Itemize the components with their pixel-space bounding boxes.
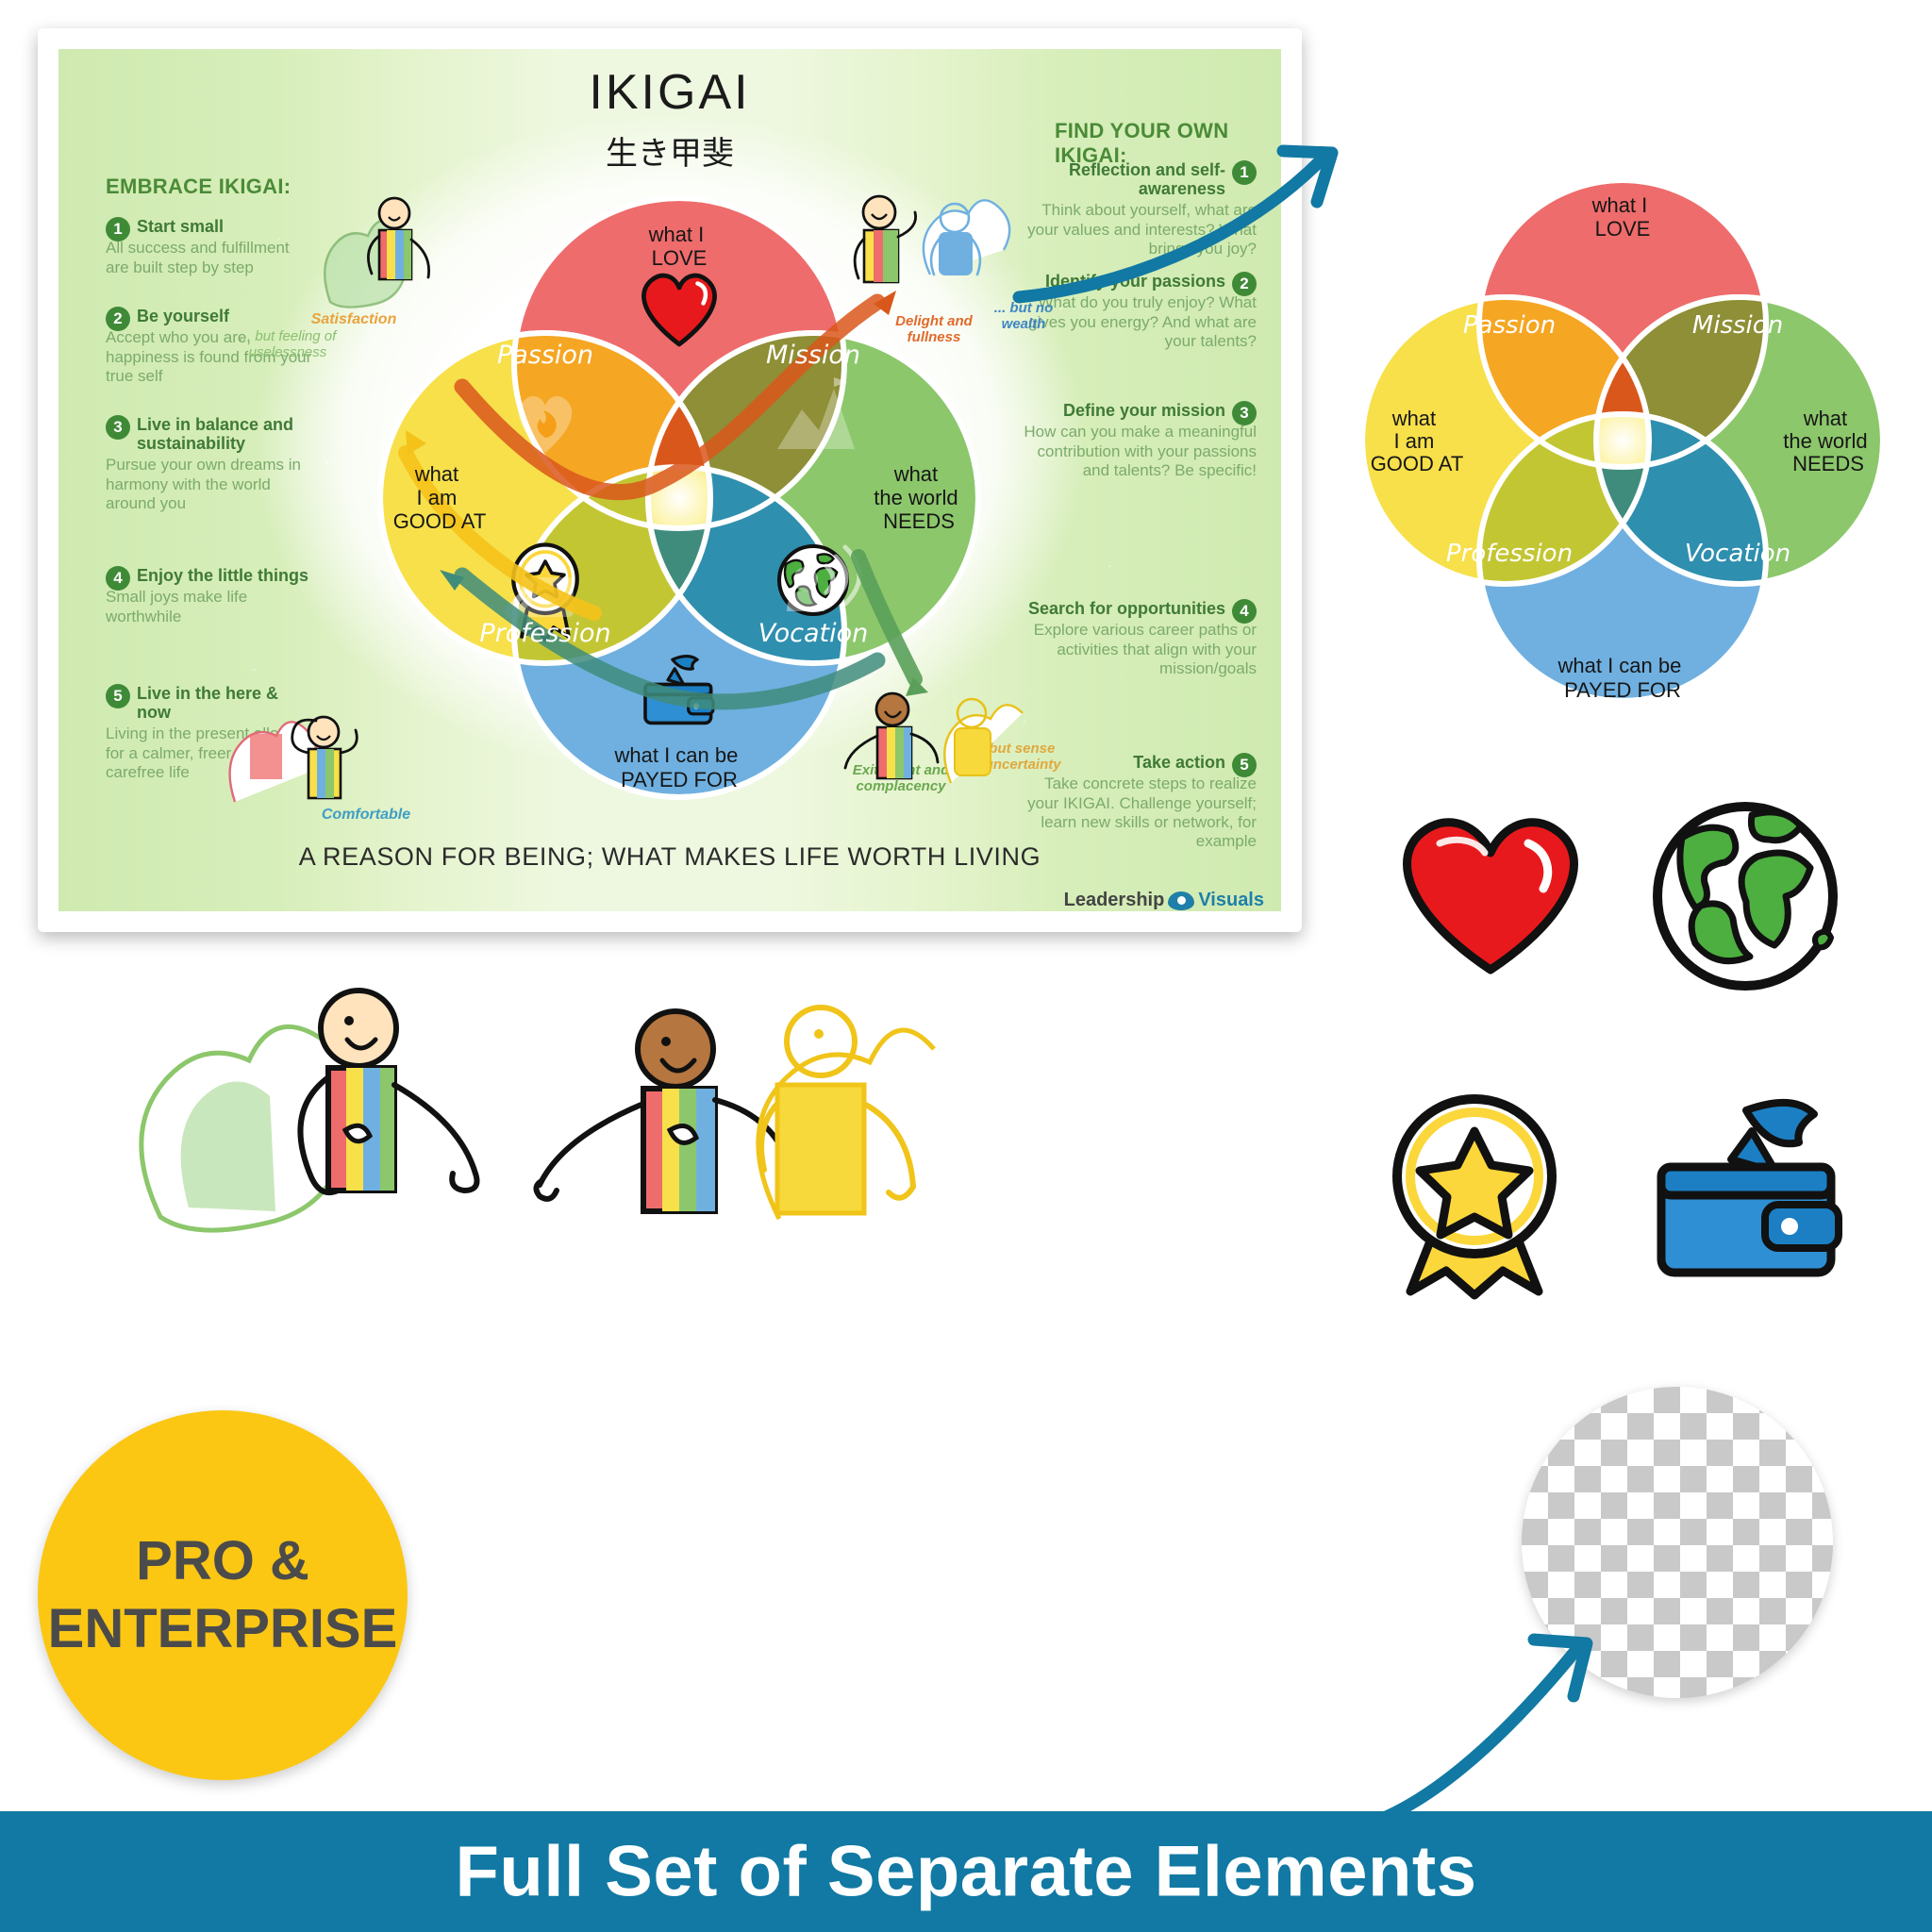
venn-label-love: what I LOVE [648,223,710,270]
step-number-badge: 5 [106,684,130,708]
leadership-visuals-logo: Leadership Visuals [1064,890,1264,911]
venn2-label-payed-for: what I can be PAYED FOR [1557,654,1688,702]
embrace-step-1: 1 Start small All success and fulfillmen… [106,217,313,277]
arrow-to-venn-icon [1012,144,1339,304]
step-number-badge: 4 [106,566,130,591]
step-body: How can you make a meaningful contributi… [1024,423,1257,479]
venn2-label-good-at: what I am GOOD AT [1371,407,1464,475]
figure-uncertainty-large[interactable] [528,972,943,1283]
page-title: IKIGAI [589,65,751,120]
heart-icon [641,273,717,347]
ikigai-venn-diagram: what I LOVE what I am GOOD AT what the w… [377,195,981,800]
embrace-ikigai-heading: EMBRACE IKIGAI: [106,175,291,198]
venn2-label-world-needs: what the world NEEDS [1783,407,1873,475]
annotation-no-wealth: ... but no wealth [993,300,1054,333]
annotation-uselessness: ... but feeling of uselessness [239,328,337,361]
mountain-flag-icon [777,377,855,449]
venn-label-payed-for: what I can be PAYED FOR [614,743,744,791]
venn-label-vocation: Vocation [758,619,869,648]
step-title: Define your mission [1062,401,1225,420]
logo-text-visuals: Visuals [1198,890,1264,910]
step-title: Live in balance and sustainability [137,415,294,454]
annotation-comfortable: Comfortable [321,807,411,823]
venn2-label-profession: Profession [1446,540,1573,568]
step-number-badge: 1 [1232,160,1257,185]
find-step-3: 3 Define your mission How can you make a… [1009,401,1257,480]
figure-satisfaction-large[interactable] [123,972,519,1283]
venn-label-mission: Mission [766,341,860,370]
step-body: All success and fulfillment are built st… [106,239,290,276]
step-title: Search for opportunities [1027,599,1225,618]
venn2-label-vocation: Vocation [1685,540,1790,568]
step-number-badge: 2 [106,307,130,331]
step-number-badge: 2 [1232,272,1257,296]
medal-icon[interactable] [1373,1090,1580,1300]
figure-uncertainty [843,691,1024,784]
bottom-banner: Full Set of Separate Elements [0,1811,1932,1932]
step-number-badge: 1 [106,217,130,242]
person-signal-icon [787,544,862,611]
page-subtitle-japanese: 生き甲斐 [606,135,734,173]
step-body: Accept who you are, happiness is found f… [106,328,312,385]
step-title: Live in the here & now [137,684,279,723]
eye-icon [1168,891,1195,910]
step-body: Pursue your own dreams in harmony with t… [106,456,301,513]
globe-icon[interactable] [1646,802,1844,991]
venn-label-profession: Profession [479,619,610,648]
step-title: Enjoy the little things [137,566,309,585]
step-title: Take action [1133,753,1225,772]
venn2-label-passion: Passion [1463,311,1556,340]
step-title: Reflection and self-awareness [1068,160,1225,199]
step-body: What do you truly enjoy? What gives you … [1028,293,1257,350]
step-number-badge: 3 [106,415,130,440]
embrace-step-2: 2 Be yourself Accept who you are, happin… [106,307,313,386]
embrace-step-4: 4 Enjoy the little things Small joys mak… [106,566,313,626]
arrow-to-transparency-icon [1371,1633,1593,1827]
poster-tagline: A REASON FOR BEING; WHAT MAKES LIFE WORT… [298,842,1041,871]
annotation-satisfaction: Satisfaction [310,311,397,327]
venn2-label-mission: Mission [1692,311,1783,340]
flame-heart-icon [518,395,573,453]
figure-satisfaction [324,196,430,308]
find-step-4: 4 Search for opportunities Explore vario… [1009,599,1257,678]
step-body: Small joys make life worthwhile [106,588,248,625]
step-number-badge: 3 [1232,401,1257,425]
step-number-badge: 4 [1232,599,1257,624]
venn-label-good-at: what I am GOOD AT [393,462,487,533]
step-number-badge: 5 [1232,753,1257,777]
step-body: Explore various career paths or activiti… [1033,621,1257,677]
embrace-step-3: 3 Live in balance and sustainability Pur… [106,415,313,513]
standalone-venn-diagram: what I LOVE what I am GOOD AT what the w… [1359,177,1886,704]
figure-delight [853,194,1011,284]
transparent-background-swatch [1522,1387,1833,1698]
badge-line-2: ENTERPRISE [47,1598,398,1659]
wallet-icon[interactable] [1646,1098,1854,1288]
logo-text-leadership: Leadership [1063,890,1165,910]
venn2-label-love: what I LOVE [1591,193,1654,241]
ikigai-poster-card: IKIGAI 生き甲斐 EMBRACE IKIGAI: FIND YOUR OW… [38,28,1302,932]
venn-label-world-needs: what the world NEEDS [874,462,963,533]
find-step-2: 2 Identify your passions What do you tru… [1009,272,1257,351]
step-title: Be yourself [137,307,230,325]
banner-text: Full Set of Separate Elements [455,1831,1477,1912]
find-step-5: 5 Take action Take concrete steps to rea… [1009,753,1257,852]
annotation-delight: Delight and fullness [895,313,973,346]
step-body: Take concrete steps to realize your IKIG… [1027,774,1257,851]
step-title: Start small [137,217,225,236]
badge-line-1: PRO & [136,1529,309,1591]
find-your-own-ikigai-heading: FIND YOUR OWN IKIGAI: [1055,119,1229,167]
figure-comfortable [228,715,358,803]
venn-label-passion: Passion [497,341,593,370]
pro-enterprise-badge[interactable]: PRO & ENTERPRISE [38,1410,408,1780]
heart-icon[interactable] [1387,811,1594,981]
